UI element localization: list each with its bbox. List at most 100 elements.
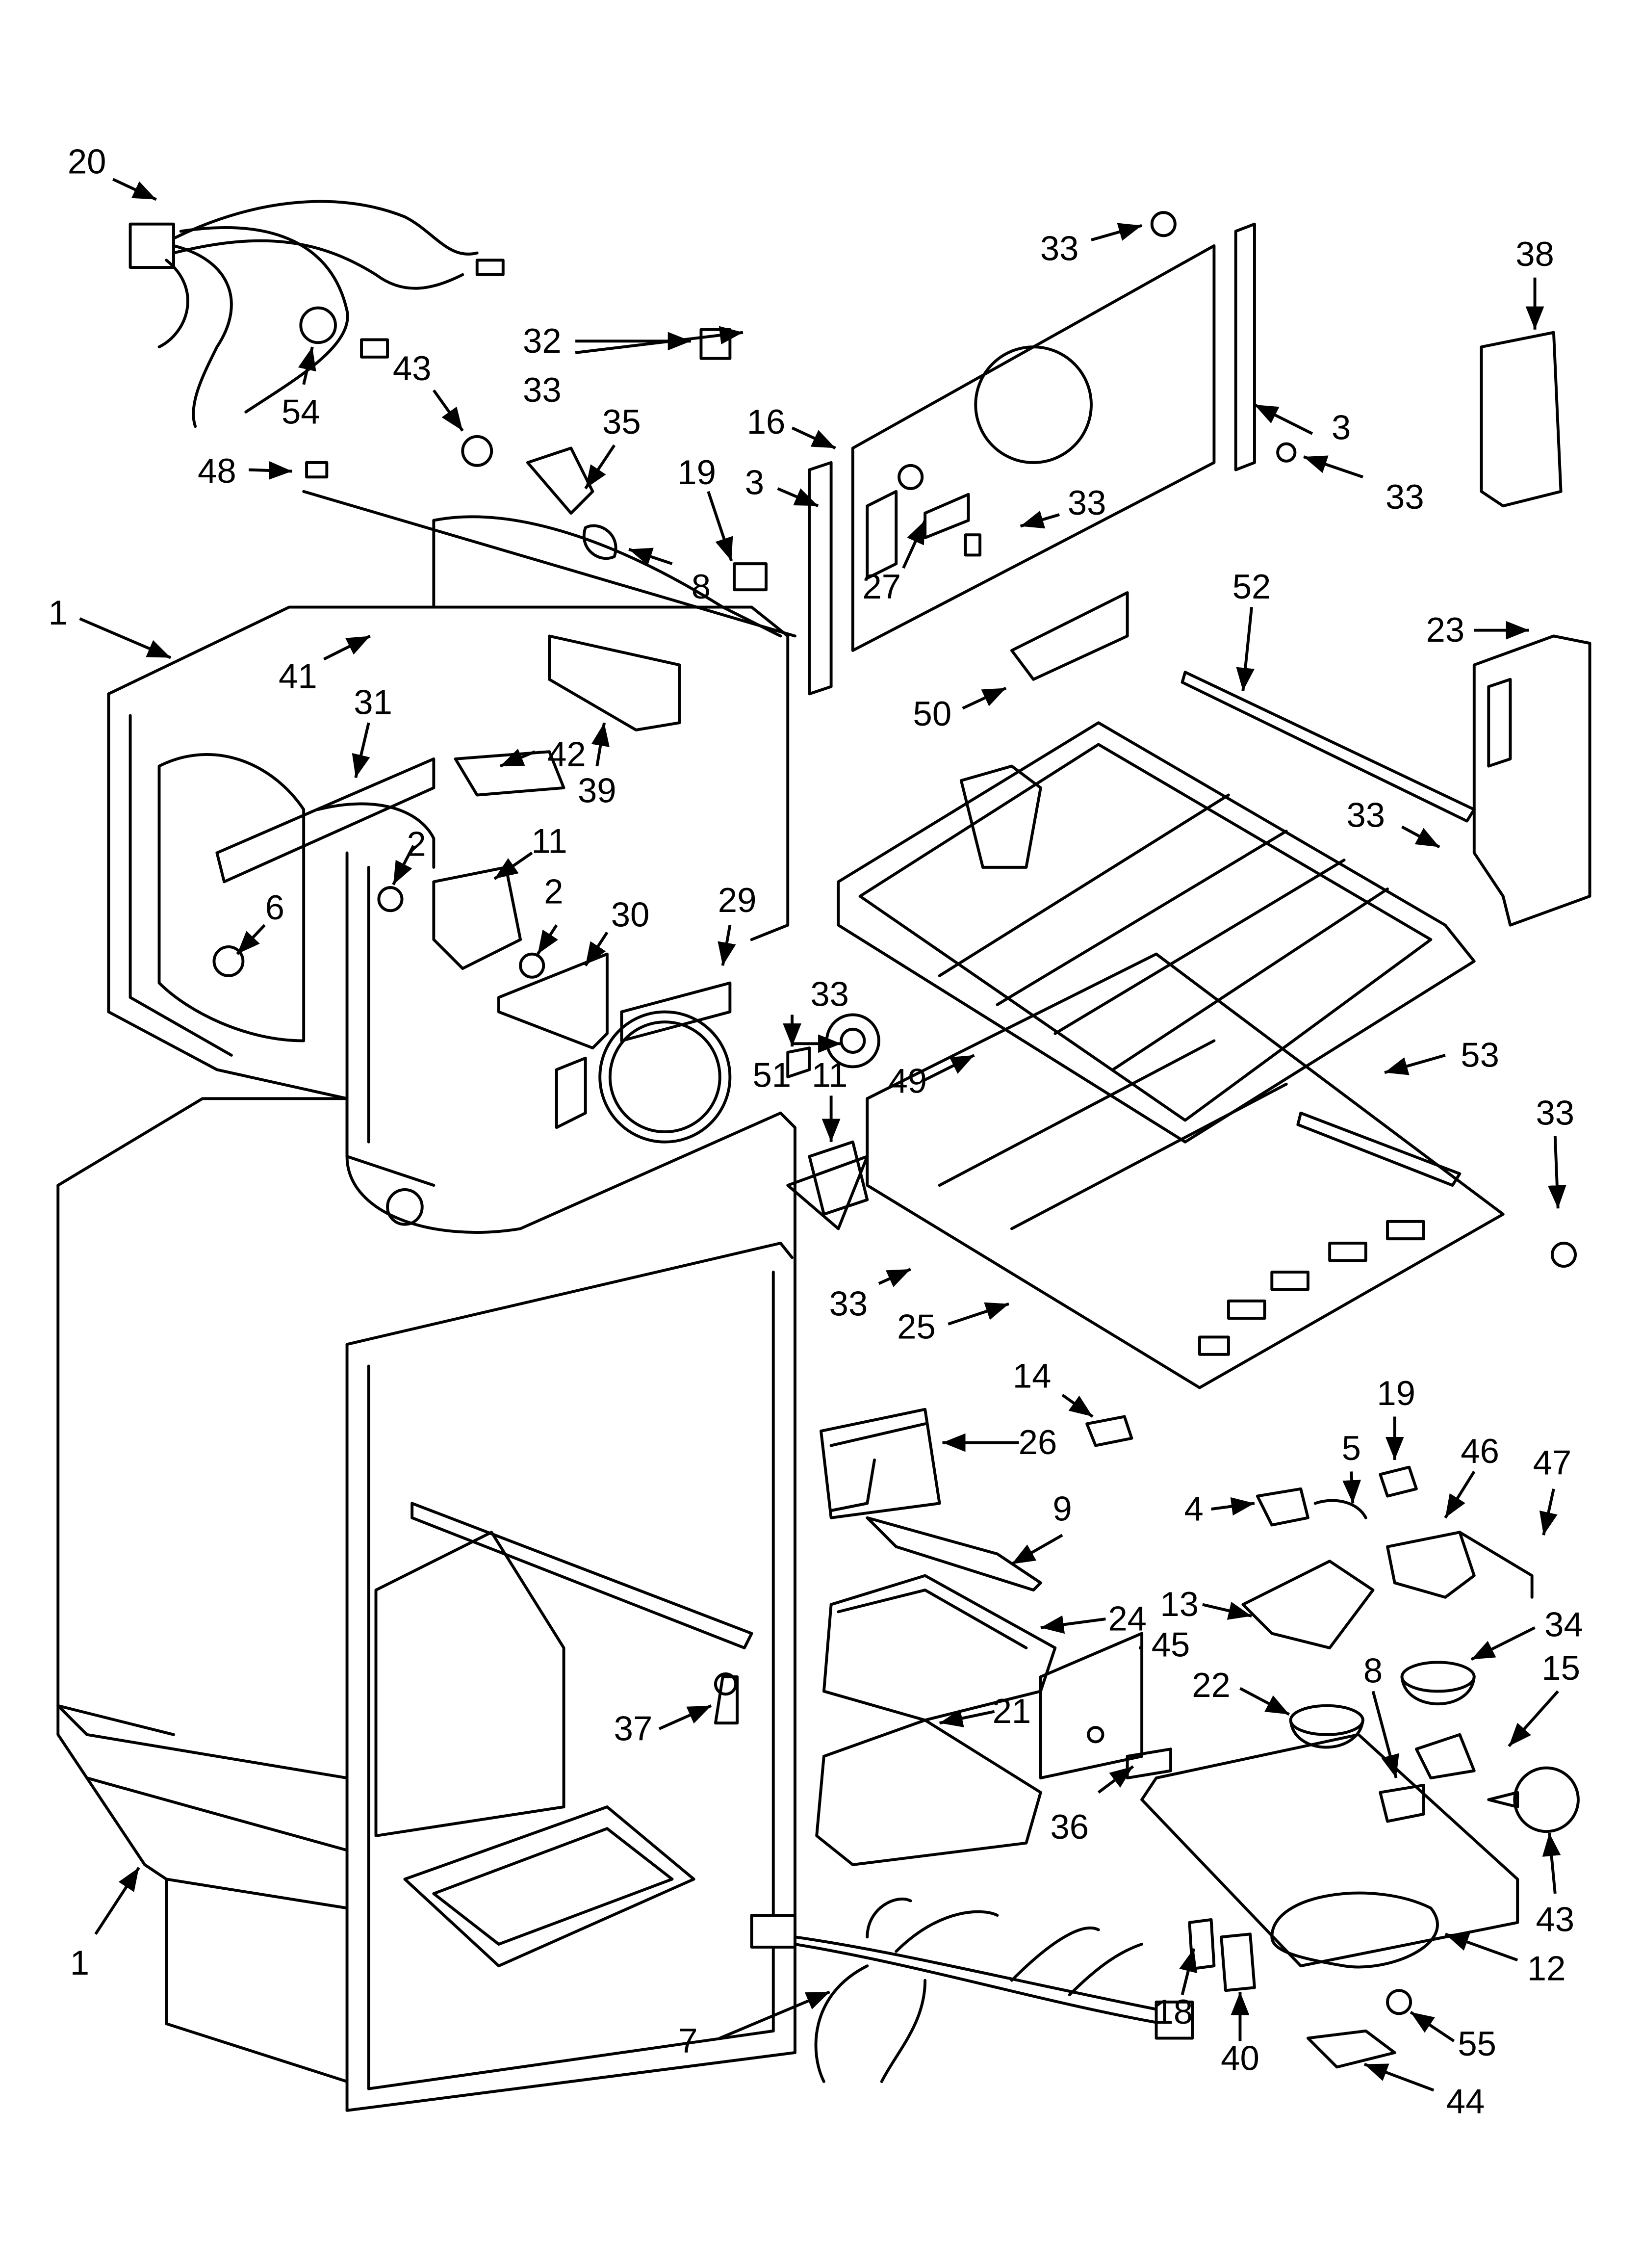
part-label: 11: [531, 821, 567, 860]
leader-20: [112, 178, 157, 201]
cabinet-liner: [56, 1097, 796, 2112]
part-label: 40: [1221, 2038, 1259, 2077]
leader-9: [1011, 1534, 1063, 1565]
leader-25: [948, 1302, 1009, 1326]
part-label: 31: [354, 683, 392, 722]
leader-44: [1363, 2062, 1435, 2092]
part-label: 26: [1019, 1423, 1057, 1461]
part-label: 33: [1536, 1093, 1574, 1132]
leader-49: [921, 1054, 975, 1083]
part-label: 38: [1515, 235, 1554, 273]
part-label: 46: [1461, 1432, 1499, 1470]
part-label: 2: [544, 872, 563, 911]
part-label: 9: [1052, 1489, 1072, 1528]
part-label: 21: [993, 1692, 1031, 1730]
part-label: 3: [1332, 408, 1351, 447]
part-label: 33: [523, 370, 562, 409]
part-label: 13: [1160, 1585, 1199, 1623]
leader-6: [236, 924, 266, 955]
part-label: 33: [1068, 483, 1106, 522]
leader-16: [791, 426, 836, 450]
part-label: 45: [1152, 1625, 1190, 1664]
leader-22: [1239, 1687, 1290, 1716]
air-duct: [1150, 211, 1591, 1268]
leader-8-bottom: [1371, 1691, 1399, 1778]
part-label: 37: [614, 1709, 653, 1748]
leader-52: [1236, 607, 1255, 691]
part-label: 25: [897, 1307, 936, 1346]
dispenser-parts: [815, 1408, 1580, 2069]
freezer-floor: [866, 671, 1505, 1389]
leader-10: [493, 851, 533, 880]
part-label: 6: [265, 888, 284, 927]
leader-2-right: [537, 924, 558, 955]
freezer-shelf: [837, 721, 1476, 1144]
leader-42: [499, 749, 536, 768]
part-label: 11: [812, 1056, 847, 1095]
part-label: 35: [602, 402, 641, 441]
part-label: 8: [692, 567, 711, 606]
leader-33-g: [1547, 1136, 1566, 1209]
part-label: 23: [1426, 610, 1465, 649]
part-label: 24: [1108, 1599, 1147, 1638]
part-label: 3: [745, 463, 764, 502]
leader-31: [352, 722, 370, 778]
part-label: 48: [198, 451, 236, 490]
leader-55: [1410, 2011, 1455, 2042]
leader-12: [1444, 1932, 1518, 1962]
part-label: 12: [1527, 1949, 1566, 1988]
part-label: 4: [1184, 1489, 1204, 1528]
leader-37: [658, 1704, 712, 1730]
part-label: 5: [1342, 1429, 1361, 1467]
part-label: 41: [279, 657, 317, 696]
leader-53: [1384, 1054, 1446, 1075]
wire-harness-upper: [128, 200, 505, 428]
leader-47: [1539, 1488, 1558, 1536]
rear-panel: [808, 222, 1256, 696]
leader-33-c: [1091, 223, 1142, 241]
part-label: 55: [1458, 2024, 1496, 2063]
part-label: 8: [1363, 1651, 1383, 1690]
part-label: 15: [1541, 1648, 1580, 1687]
part-label: 33: [1346, 795, 1385, 834]
leader-1-bottom: [94, 1867, 140, 1935]
part-label: 42: [547, 735, 586, 774]
leader-1-top: [79, 617, 172, 659]
leader-29: [718, 925, 736, 966]
leader-21: [939, 1709, 995, 1727]
part-label: 1: [70, 1943, 89, 1982]
leader-35: [584, 444, 616, 490]
leader-5: [1342, 1471, 1361, 1504]
leader-14: [1061, 1393, 1094, 1418]
leader-33-h: [878, 1268, 911, 1287]
part-label: 32: [523, 321, 562, 360]
leader-50: [962, 686, 1007, 710]
part-label: 14: [1013, 1356, 1052, 1395]
leader-48: [249, 461, 292, 480]
part-label: 36: [1050, 1807, 1089, 1846]
part-label: 19: [1377, 1374, 1415, 1412]
leader-4: [1211, 1497, 1255, 1516]
part-label: 33: [829, 1284, 868, 1323]
part-label: 43: [393, 349, 432, 388]
part-label: 18: [1155, 1992, 1193, 2031]
leader-15: [1508, 1690, 1559, 1747]
part-label: 51: [752, 1056, 791, 1095]
leader-7: [719, 1990, 830, 2040]
misc-parts: [212, 328, 880, 1725]
part-label: 16: [747, 402, 786, 441]
leader-8-top: [628, 547, 673, 566]
part-label: 47: [1533, 1443, 1572, 1482]
part-label: 19: [677, 453, 716, 492]
part-label: 27: [862, 567, 901, 606]
leader-18: [1179, 1948, 1198, 1995]
leader-33-e: [1020, 511, 1060, 529]
leader-3-right: [1254, 403, 1313, 435]
leader-39: [591, 722, 610, 767]
part-label: 34: [1544, 1605, 1583, 1643]
leader-3-left: [777, 487, 819, 507]
part-label: 7: [678, 2021, 697, 2060]
part-label: 54: [282, 392, 320, 431]
leader-33-f: [1401, 825, 1440, 849]
part-label: 49: [888, 1062, 927, 1100]
